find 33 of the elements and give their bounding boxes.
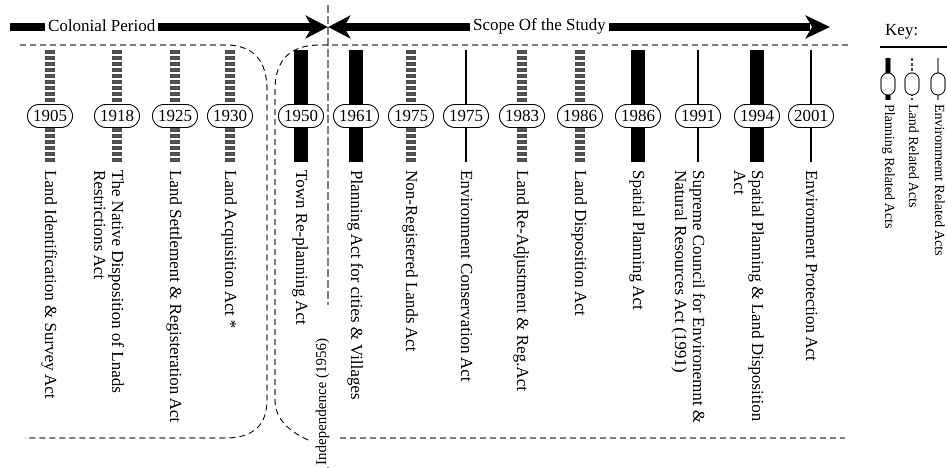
year-pill: 1961 [333, 104, 379, 128]
act-label: Land Disposition Act [571, 170, 589, 318]
act-label: Supreme Council for Environemnt & Natural Resources Act (1991) [671, 170, 707, 426]
year-pill: 1986 [557, 104, 603, 128]
act-label: Spatial Planning & Land Disposition Act [730, 170, 766, 424]
act-label: Spatial Planning Act [629, 170, 647, 312]
year-pill: 1975 [443, 104, 489, 128]
act-label: Environment Protection Act [802, 170, 820, 363]
year-pill: 1994 [734, 104, 780, 128]
year-pill: 1983 [499, 104, 545, 128]
act-label: Environment Conservation Act [457, 170, 475, 384]
act-label: Town Re-planning Act [292, 170, 310, 327]
act-label: The Native Disposition of Lnads Restrictions Act [90, 170, 126, 395]
year-pill: 1991 [675, 104, 721, 128]
legend-label: Land Related Acts [905, 104, 919, 208]
year-pill: 1918 [94, 104, 140, 128]
period-heading: Scope Of the Study [470, 15, 609, 35]
act-label: Land Re-Adjustment & Reg.Act [513, 170, 531, 393]
legend-label: Environmemt Related Acts [931, 104, 945, 256]
act-label: Non-Registered Lands Act [402, 170, 420, 354]
year-pill: 2001 [788, 104, 834, 128]
event-label: Independence (1956) [313, 305, 331, 465]
act-label: Land Settlement & Registeration Act [166, 170, 184, 424]
year-pill: 1975 [388, 104, 434, 128]
year-pill: 1986 [615, 104, 661, 128]
year-pill: 1930 [207, 104, 253, 128]
year-pill: 1950 [278, 104, 324, 128]
act-label: Planning Act for cities & Villages [347, 170, 365, 402]
legend-label: Planning Related Acts [881, 104, 895, 228]
act-label: Land Identification & Survey Act [41, 170, 59, 400]
year-pill: 1905 [27, 104, 73, 128]
year-pill: 1925 [152, 104, 198, 128]
act-label: Land Acquisition Act * [221, 170, 239, 330]
